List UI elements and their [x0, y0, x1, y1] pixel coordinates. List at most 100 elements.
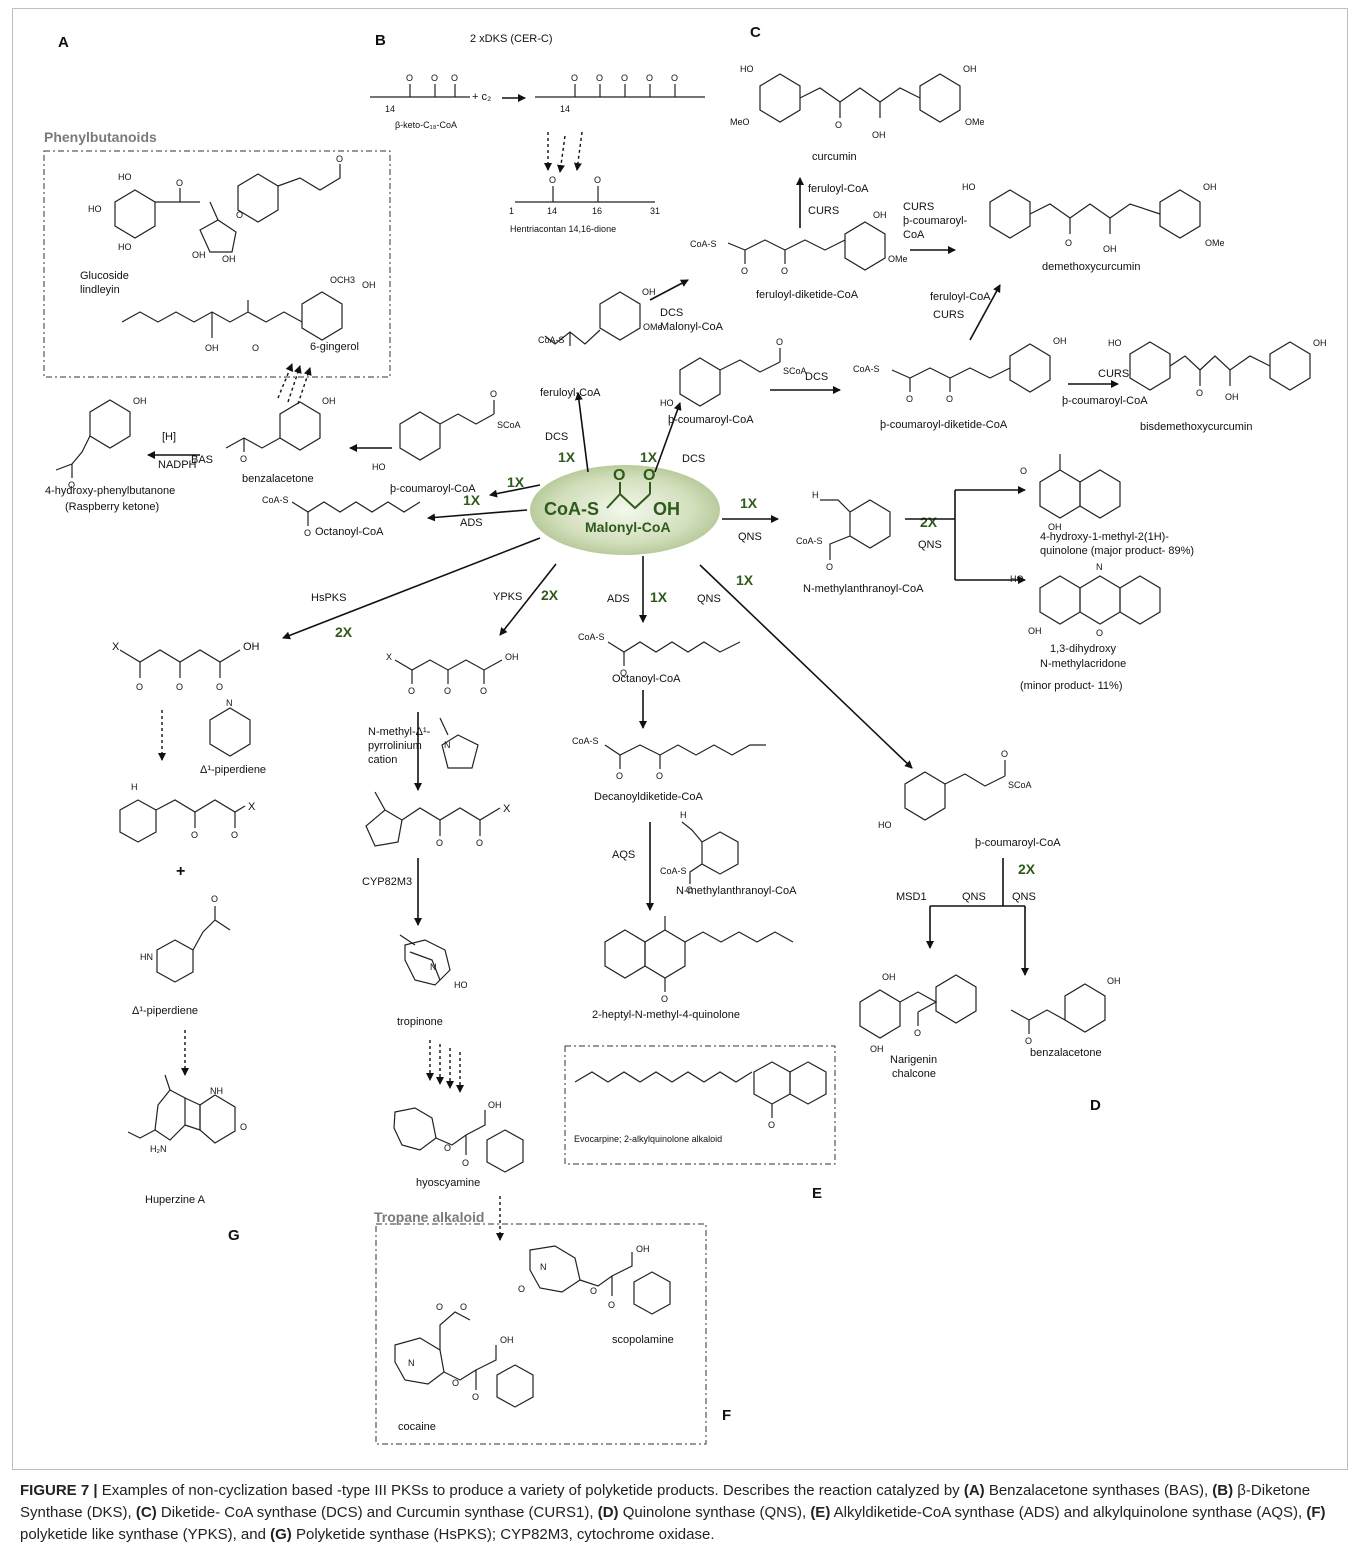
- benzalacetone-a-structure: [225, 401, 321, 452]
- enz-h: [H]: [162, 431, 176, 443]
- mult-2x-hspks: 2X: [335, 624, 353, 640]
- enz-curs4: CURS: [1098, 368, 1129, 380]
- arrow-to-pcoumaroyl: [654, 402, 682, 473]
- svg-text:14: 14: [560, 104, 570, 114]
- enz-bas: BAS: [191, 454, 213, 466]
- panel-g-label: G: [228, 1227, 240, 1244]
- svg-text:14: 14: [385, 104, 395, 114]
- svg-text:N: N: [1096, 562, 1103, 572]
- panel-c-label: C: [750, 24, 761, 41]
- center-o2: O: [643, 467, 655, 484]
- svg-text:O: O: [211, 894, 218, 904]
- svg-text:O: O: [436, 1302, 443, 1312]
- svg-text:HO: HO: [660, 398, 674, 408]
- svg-text:O: O: [620, 668, 627, 678]
- bisdemethoxy-label: bisdemethoxycurcumin: [1140, 421, 1253, 433]
- svg-text:Malonyl-CoA: Malonyl-CoA: [660, 321, 724, 333]
- svg-text:O: O: [621, 73, 628, 83]
- svg-text:O: O: [240, 1122, 247, 1132]
- svg-text:O: O: [826, 562, 833, 572]
- svg-text:OH: OH: [1225, 392, 1239, 402]
- svg-text:CoA-S: CoA-S: [853, 364, 880, 374]
- svg-text:O: O: [476, 838, 483, 848]
- svg-text:OH: OH: [192, 250, 206, 260]
- svg-text:HN: HN: [140, 952, 153, 962]
- c2-label: + c₂: [472, 91, 491, 103]
- svg-text:SCoA: SCoA: [1008, 780, 1032, 790]
- svg-text:OH: OH: [322, 396, 336, 406]
- quinolone-structure: [1039, 454, 1121, 519]
- enz-curs3: CURS: [933, 309, 964, 321]
- svg-text:X: X: [112, 641, 120, 653]
- svg-text:O: O: [741, 266, 748, 276]
- enz-curs2: CURS: [903, 201, 934, 213]
- tropane-title: Tropane alkaloid: [374, 1209, 484, 1225]
- quinolone-label-2: quinolone (major product- 89%): [1040, 545, 1194, 557]
- enz-hspks: HsPKS: [311, 592, 346, 604]
- svg-text:CoA-S: CoA-S: [660, 866, 687, 876]
- svg-text:O: O: [406, 73, 413, 83]
- svg-text:O: O: [616, 771, 623, 781]
- svg-text:CoA-S: CoA-S: [796, 536, 823, 546]
- arrow-to-ypks: [499, 563, 557, 636]
- svg-text:O: O: [1096, 628, 1103, 638]
- svg-text:N: N: [430, 962, 437, 972]
- svg-text:O: O: [768, 1120, 775, 1130]
- piperdiene-ring: [209, 707, 251, 757]
- acridone-label-2: N-methylacridone: [1040, 658, 1126, 670]
- enz-qns1: QNS: [738, 531, 762, 543]
- mult-1x-ads: 1X: [463, 492, 481, 508]
- svg-text:O: O: [176, 682, 183, 692]
- svg-text:O: O: [571, 73, 578, 83]
- svg-text:SCoA: SCoA: [783, 366, 807, 376]
- svg-text:O: O: [480, 686, 487, 696]
- svg-text:O: O: [176, 178, 183, 188]
- caption-intro: Examples of non-cyclization based -type …: [101, 1482, 964, 1499]
- svg-text:O: O: [490, 389, 497, 399]
- figure-caption: FIGURE 7 | Examples of non-cyclization b…: [20, 1482, 1326, 1543]
- enz-qns5: QNS: [1012, 891, 1036, 903]
- svg-text:O: O: [646, 73, 653, 83]
- svg-text:MeO: MeO: [730, 117, 750, 127]
- acridone-label-1: 1,3-dihydroxy: [1050, 643, 1117, 655]
- octanoyl-down-label: Octanoyl-CoA: [612, 673, 681, 685]
- arrow-to-feruloyl: [574, 392, 589, 473]
- arrow-to-feruloyl-diketide: [649, 279, 689, 301]
- svg-text:OMe: OMe: [643, 322, 663, 332]
- octanoyl-left-label: Octanoyl-CoA: [315, 526, 384, 538]
- svg-text:OH: OH: [870, 1044, 884, 1054]
- pcoumaroyl-coa-left-structure: [399, 400, 495, 461]
- svg-text:NH: NH: [210, 1086, 223, 1096]
- tropinone-label: tropinone: [397, 1016, 443, 1028]
- svg-text:OH: OH: [488, 1100, 502, 1110]
- phenylbutanoids-box: [43, 150, 391, 378]
- svg-text:X: X: [386, 652, 392, 662]
- svg-text:O: O: [835, 120, 842, 130]
- figure-frame: [12, 8, 1348, 1470]
- naringenin-label-1: Narigenin: [890, 1054, 937, 1066]
- raspberry-label-1: 4-hydroxy-phenylbutanone: [45, 485, 175, 497]
- feruloyl-diketide-structure: [727, 221, 886, 271]
- nmethylanthranoyl-lower-structure: [681, 821, 739, 884]
- svg-text:O: O: [136, 682, 143, 692]
- svg-text:O: O: [336, 154, 343, 164]
- svg-text:þ-coumaroyl-CoA: þ-coumaroyl-CoA: [1062, 395, 1148, 407]
- cocaine-structure: [394, 1311, 534, 1408]
- decanoyl-label: Decanoyldiketide-CoA: [594, 791, 703, 803]
- pyrr-label-1: N-methyl-Δ¹-: [368, 726, 431, 738]
- panel-b-label: B: [375, 32, 386, 49]
- demethoxycurcumin-structure: [989, 189, 1201, 239]
- svg-text:OMe: OMe: [965, 117, 985, 127]
- demethoxy-label: demethoxycurcumin: [1042, 261, 1140, 273]
- svg-text:OH: OH: [1028, 626, 1042, 636]
- svg-text:O: O: [1001, 749, 1008, 759]
- svg-text:O: O: [240, 454, 247, 464]
- gingerol-label: 6-gingerol: [310, 341, 359, 353]
- quinolone-label-1: 4-hydroxy-1-methyl-2(1H)-: [1040, 531, 1169, 543]
- svg-text:O: O: [1065, 238, 1072, 248]
- hentriacontan-label: Hentriacontan 14,16-dione: [510, 224, 616, 234]
- raspberry-label-2: (Raspberry ketone): [65, 501, 159, 513]
- pcoumaroyl-coa-upper-label: þ-coumaroyl-CoA: [668, 414, 754, 426]
- svg-text:HO: HO: [118, 242, 132, 252]
- enz-aqs: AQS: [612, 849, 635, 861]
